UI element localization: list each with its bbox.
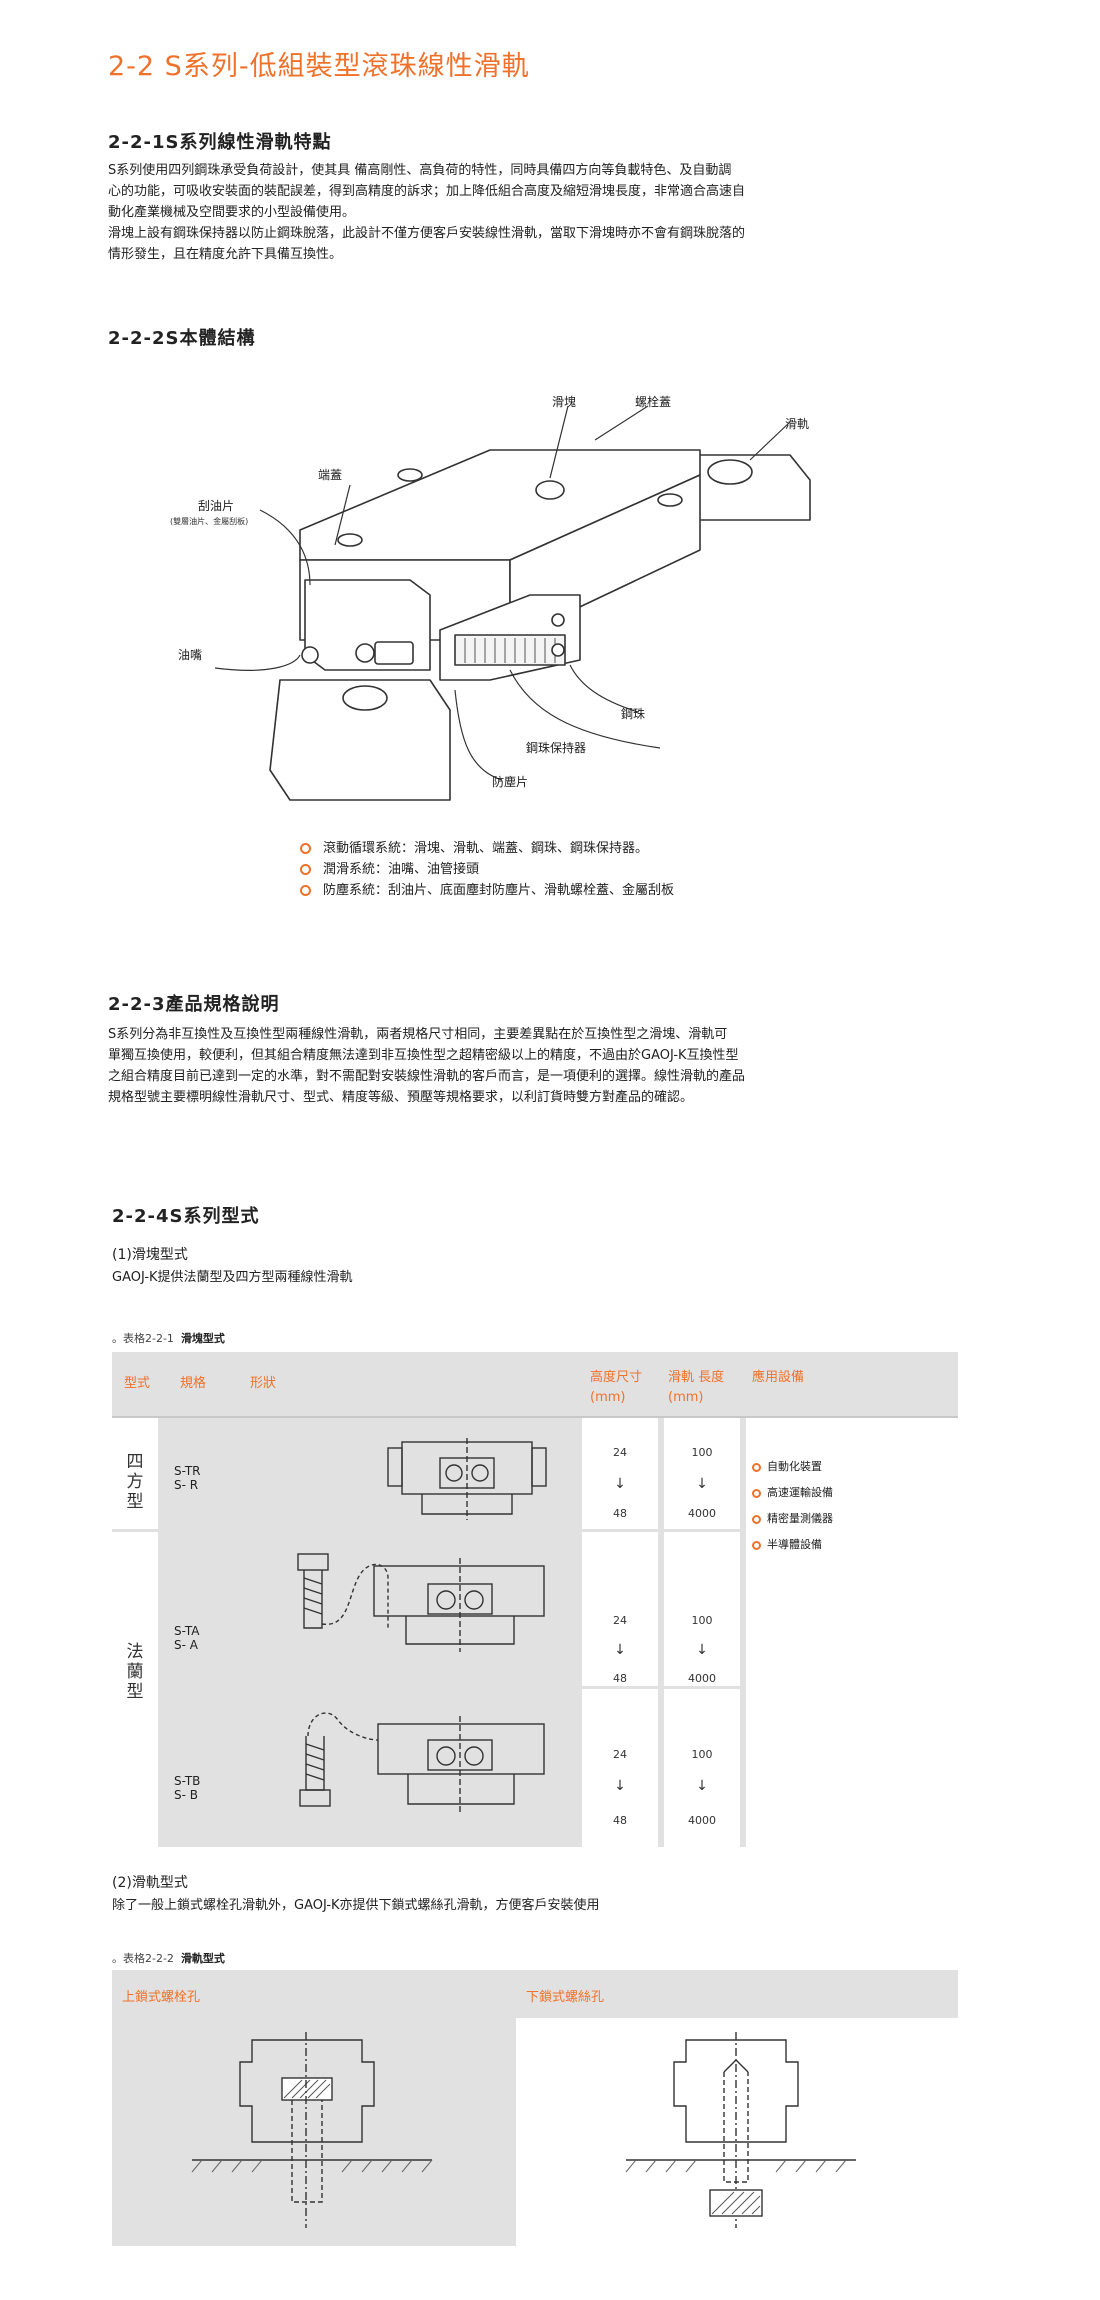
application-item: 半導體設備	[752, 1532, 833, 1558]
col-top-lock: 上鎖式螺栓孔	[122, 1990, 201, 2005]
col-rail-length-unit: (mm)	[668, 1390, 704, 1405]
flange-b-block-drawing	[299, 1712, 545, 1812]
section-3-line: 單獨互換使用，較便利，但其組合精度無法達到非互換性型之超精密級以上的精度，不過由…	[108, 1048, 739, 1063]
applications-column	[746, 1416, 958, 1847]
section-1-heading: 2-2-1S系列線性滑軌特點	[108, 132, 332, 153]
col-spec: 規格	[180, 1376, 207, 1391]
bullet-icon	[752, 1514, 761, 1524]
length-min: 100	[691, 1446, 713, 1459]
type-column	[112, 1416, 158, 1847]
label-dust-seal: 防塵片	[492, 775, 529, 789]
label-oil-nipple: 油嘴	[178, 648, 203, 662]
down-arrow-icon: ↓	[696, 1476, 708, 1492]
section-1-line: 滑塊上設有鋼珠保持器以防止鋼珠脫落，此設計不僅方便客戶安裝線性滑軌，當取下滑塊時…	[108, 226, 746, 241]
length-min: 100	[691, 1748, 713, 1761]
length-min: 100	[691, 1614, 713, 1627]
top-lock-rail-drawing	[191, 2032, 433, 2228]
down-arrow-icon: ↓	[696, 1778, 708, 1794]
height-min: 24	[613, 1748, 627, 1761]
label-rail: 滑軌	[785, 417, 810, 431]
group-square-label: 四方型	[126, 1452, 144, 1512]
bottom-lock-rail-drawing	[625, 2032, 856, 2228]
down-arrow-icon: ↓	[614, 1642, 626, 1658]
height-max: 48	[613, 1672, 627, 1685]
height-column	[582, 1416, 658, 1847]
application-item: 高速運輸設備	[752, 1480, 833, 1506]
height-max: 48	[613, 1814, 627, 1827]
legend-item: 潤滑系統：油嘴、油管接頭	[300, 859, 674, 880]
sub-heading-rail-types: (2)滑軌型式	[112, 1875, 188, 1891]
block-type-table: 型式 規格 形狀 高度尺寸 (mm) 滑軌 長度 (mm) 應用設備 四方型 法…	[112, 1352, 958, 1847]
section-1-text: S系列使用四列鋼珠承受負荷設計，使其具 備高剛性、高負荷的特性，同時具備四方向等…	[108, 160, 978, 265]
rail-types-desc: 除了一般上鎖式螺栓孔滑軌外，GAOJ-K亦提供下鎖式螺絲孔滑軌，方便客戶安裝使用	[112, 1898, 600, 1913]
height-min: 24	[613, 1446, 627, 1459]
bullet-icon	[752, 1488, 761, 1498]
flange-a-block-drawing	[297, 1553, 545, 1652]
application-item: 自動化裝置	[752, 1454, 833, 1480]
rail-type-table-header: 上鎖式螺栓孔 下鎖式螺絲孔	[112, 1970, 958, 2018]
down-arrow-icon: ↓	[696, 1642, 708, 1658]
section-3-line: 規格型號主要標明線性滑軌尺寸、型式、精度等級、預壓等規格要求，以利訂貨時雙方對產…	[108, 1090, 694, 1105]
col-rail-length: 滑軌 長度	[668, 1370, 725, 1385]
sub-heading-block-types: (1)滑塊型式	[112, 1247, 188, 1263]
legend-item: 滾動循環系統：滑塊、滑軌、端蓋、鋼珠、鋼珠保持器。	[300, 838, 674, 859]
length-column	[664, 1416, 740, 1847]
label-scraper: 刮油片	[198, 499, 235, 513]
col-bottom-lock: 下鎖式螺絲孔	[526, 1990, 605, 2005]
length-max: 4000	[688, 1507, 716, 1520]
structure-legend: 滾動循環系統：滑塊、滑軌、端蓋、鋼珠、鋼珠保持器。 潤滑系統：油嘴、油管接頭 防…	[300, 838, 674, 901]
section-3-line: S系列分為非互換性及互換性型兩種線性滑軌，兩者規格尺寸相同，主要差異點在於互換性…	[108, 1027, 728, 1042]
section-2-heading: 2-2-2S本體結構	[108, 328, 256, 349]
bullet-icon	[300, 864, 311, 875]
col-height: 高度尺寸	[590, 1370, 643, 1385]
square-block-drawing	[387, 1438, 547, 1520]
bullet-icon	[300, 843, 311, 854]
height-min: 24	[613, 1614, 627, 1627]
down-arrow-icon: ↓	[614, 1476, 626, 1492]
label-block: 滑塊	[552, 395, 577, 409]
block-types-desc: GAOJ-K提供法蘭型及四方型兩種線性滑軌	[112, 1270, 353, 1285]
down-arrow-icon: ↓	[614, 1778, 626, 1794]
table-1-caption: 。表格2-2-1 滑塊型式	[112, 1332, 225, 1345]
bullet-icon	[752, 1540, 761, 1550]
group-flange-label: 法蘭型	[126, 1642, 144, 1702]
page-title: 2-2 S系列-低組裝型滾珠線性滑軌	[108, 51, 530, 82]
label-steel-ball: 鋼珠	[621, 707, 646, 721]
label-ball-retainer: 鋼珠保持器	[526, 741, 587, 755]
legend-item: 防塵系統：刮油片、底面塵封防塵片、滑軌螺栓蓋、金屬刮板	[300, 880, 674, 901]
bottom-lock-cell	[516, 2018, 958, 2246]
length-max: 4000	[688, 1814, 716, 1827]
section-1-line: 情形發生，且在精度允許下具備互換性。	[108, 247, 343, 262]
label-bolt-cap: 螺栓蓋	[635, 395, 672, 409]
section-1-line: 動化產業機械及空間要求的小型設備使用。	[108, 205, 356, 220]
section-1-line: 心的功能，可吸收安裝面的裝配誤差，得到高精度的訴求；加上降低組合高度及縮短滑塊長…	[108, 184, 746, 199]
linear-guide-structure-diagram	[214, 405, 811, 801]
section-3-line: 之組合精度目前已達到一定的水準，對不需配對安裝線性滑軌的客戶而言，是一項便利的選…	[108, 1069, 746, 1084]
application-list: 自動化裝置 高速運輸設備 精密量測儀器 半導體設備	[752, 1454, 833, 1558]
col-type: 型式	[124, 1376, 151, 1391]
application-item: 精密量測儀器	[752, 1506, 833, 1532]
label-end-cap: 端蓋	[318, 468, 343, 482]
height-max: 48	[613, 1507, 627, 1520]
section-3-text: S系列分為非互換性及互換性型兩種線性滑軌，兩者規格尺寸相同，主要差異點在於互換性…	[108, 1024, 978, 1108]
table-2-caption: 。表格2-2-2 滑軌型式	[112, 1952, 225, 1965]
col-applications: 應用設備	[752, 1370, 805, 1385]
section-3-heading: 2-2-3產品規格說明	[108, 994, 280, 1015]
bullet-icon	[752, 1462, 761, 1472]
bullet-icon	[300, 885, 311, 896]
section-4-heading: 2-2-4S系列型式	[112, 1206, 260, 1227]
section-1-line: S系列使用四列鋼珠承受負荷設計，使其具 備高剛性、高負荷的特性，同時具備四方向等…	[108, 163, 732, 178]
col-height-unit: (mm)	[590, 1390, 626, 1405]
col-shape: 形狀	[250, 1376, 277, 1391]
top-lock-cell	[112, 2018, 516, 2246]
label-scraper-note: (雙層油片、金屬刮板)	[170, 517, 249, 526]
length-max: 4000	[688, 1672, 716, 1685]
